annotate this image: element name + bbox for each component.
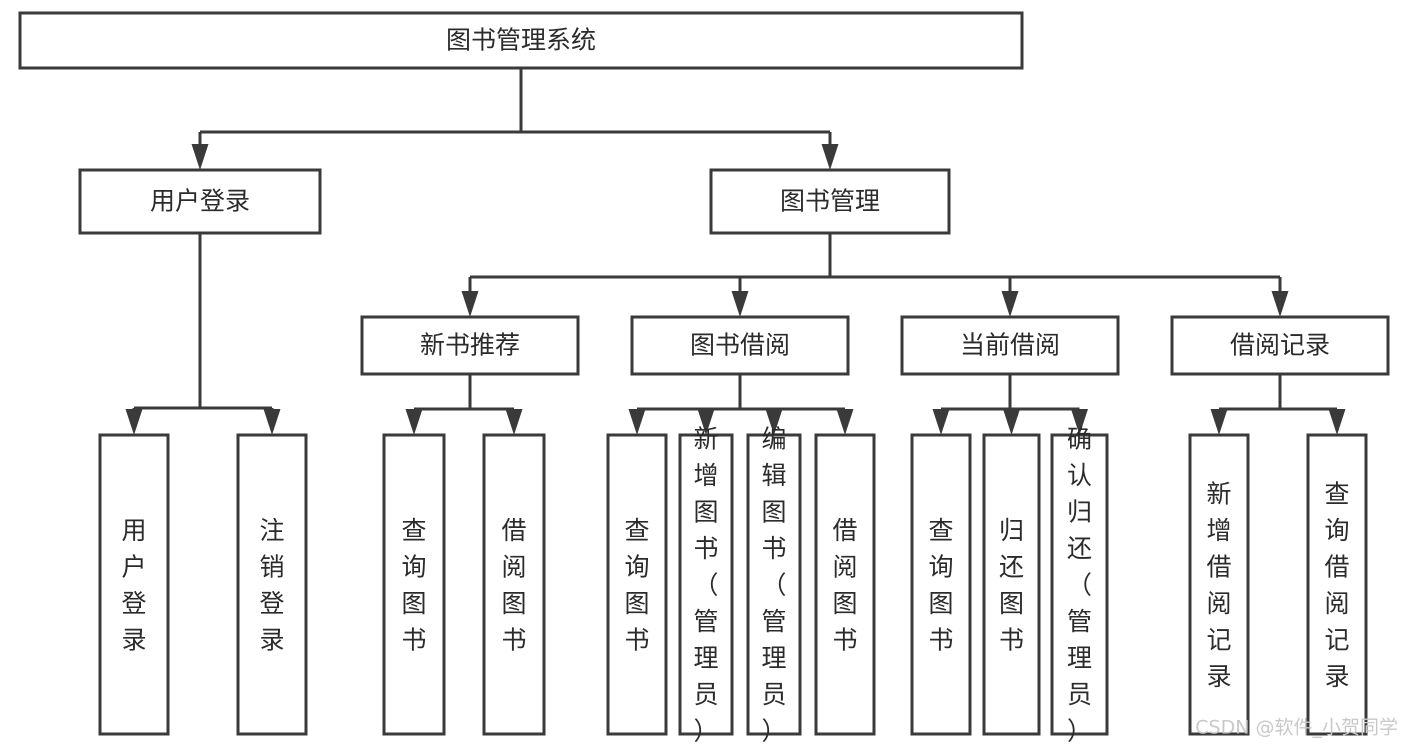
arrow-head-icon bbox=[1210, 409, 1228, 435]
node-label: 新增借阅记录 bbox=[1206, 479, 1231, 691]
node-label: 图书管理 bbox=[780, 187, 880, 216]
node-box[interactable] bbox=[1170, 315, 1390, 376]
node-label: 用户登录 bbox=[150, 187, 250, 216]
node-label: 查询图书 bbox=[624, 516, 649, 655]
node-label: 图书借阅 bbox=[690, 331, 790, 360]
arrow-head-icon bbox=[263, 409, 281, 435]
node-root[interactable]: 图书管理系统 bbox=[18, 11, 1024, 70]
node-label: 借阅图书 bbox=[501, 516, 526, 655]
node-box[interactable] bbox=[1188, 433, 1250, 736]
node-leaf_3[interactable]: 查询图书 bbox=[382, 433, 446, 736]
node-l3_d[interactable]: 借阅记录 bbox=[1170, 315, 1390, 376]
node-box[interactable] bbox=[98, 433, 170, 736]
node-l3_a[interactable]: 新书推荐 bbox=[360, 315, 580, 376]
node-box[interactable] bbox=[360, 315, 580, 376]
arrow-head-icon bbox=[1271, 291, 1289, 317]
node-leaf_8[interactable]: 借阅图书 bbox=[814, 433, 876, 736]
node-leaf_6[interactable]: 新增图书（管理员） bbox=[678, 425, 734, 746]
arrow-head-icon bbox=[731, 291, 749, 317]
node-label: 注销登录 bbox=[259, 516, 284, 655]
node-label: 用户登录 bbox=[121, 516, 146, 655]
arrow-head-icon bbox=[461, 291, 479, 317]
arrow-head-icon bbox=[821, 144, 839, 170]
node-leaf_13[interactable]: 查询借阅记录 bbox=[1306, 433, 1368, 736]
node-label: 查询图书 bbox=[928, 516, 953, 655]
node-leaf_5[interactable]: 查询图书 bbox=[606, 433, 668, 736]
node-label: 借阅记录 bbox=[1230, 331, 1330, 360]
arrow-head-icon bbox=[1001, 291, 1019, 317]
node-label: 新书推荐 bbox=[420, 331, 520, 360]
node-box[interactable] bbox=[678, 433, 734, 736]
arrow-head-icon bbox=[125, 409, 143, 435]
node-leaf_4[interactable]: 借阅图书 bbox=[482, 433, 546, 736]
node-label: 归还图书 bbox=[999, 516, 1024, 655]
node-l2_b[interactable]: 图书管理 bbox=[709, 168, 951, 235]
node-leaf_12[interactable]: 新增借阅记录 bbox=[1188, 433, 1250, 736]
connector-layer bbox=[125, 68, 1346, 435]
node-box[interactable] bbox=[910, 433, 972, 736]
node-leaf_10[interactable]: 归还图书 bbox=[982, 433, 1041, 736]
node-box[interactable] bbox=[382, 433, 446, 736]
node-leaf_2[interactable]: 注销登录 bbox=[236, 433, 308, 736]
arrow-head-icon bbox=[1328, 409, 1346, 435]
node-label: 确认归还（管理员） bbox=[1067, 425, 1092, 746]
node-box[interactable] bbox=[482, 433, 546, 736]
arrow-head-icon bbox=[191, 144, 209, 170]
node-box[interactable] bbox=[746, 433, 802, 736]
arrow-head-icon bbox=[836, 409, 854, 435]
arrow-head-icon bbox=[1071, 409, 1088, 435]
node-leaf_11[interactable]: 确认归还（管理员） bbox=[1050, 425, 1109, 746]
node-label: 查询图书 bbox=[401, 516, 426, 655]
node-box[interactable] bbox=[814, 433, 876, 736]
node-leaf_7[interactable]: 编辑图书（管理员） bbox=[746, 425, 802, 746]
arrow-head-icon bbox=[765, 409, 783, 435]
node-box[interactable] bbox=[982, 433, 1041, 736]
node-l3_b[interactable]: 图书借阅 bbox=[630, 315, 850, 376]
arrow-head-icon bbox=[405, 409, 423, 435]
node-l2_a[interactable]: 用户登录 bbox=[78, 168, 322, 235]
node-leaf_1[interactable]: 用户登录 bbox=[98, 433, 170, 736]
node-box[interactable] bbox=[18, 11, 1024, 70]
node-label: 当前借阅 bbox=[960, 331, 1060, 360]
arrow-head-icon bbox=[932, 409, 950, 435]
node-label: 编辑图书（管理员） bbox=[761, 425, 786, 746]
node-box[interactable] bbox=[1306, 433, 1368, 736]
csdn-watermark: CSDN @软件_小贺同学 bbox=[1195, 717, 1398, 739]
arrow-head-icon bbox=[1003, 409, 1020, 435]
node-box[interactable] bbox=[236, 433, 308, 736]
node-box[interactable] bbox=[606, 433, 668, 736]
arrow-head-icon bbox=[505, 409, 523, 435]
node-label: 图书管理系统 bbox=[446, 26, 596, 55]
arrow-head-icon bbox=[628, 409, 646, 435]
node-label: 借阅图书 bbox=[832, 516, 857, 655]
node-label: 查询借阅记录 bbox=[1324, 479, 1349, 691]
node-l3_c[interactable]: 当前借阅 bbox=[900, 315, 1120, 376]
node-box[interactable] bbox=[709, 168, 951, 235]
arrow-head-icon bbox=[697, 409, 715, 435]
node-box[interactable] bbox=[78, 168, 322, 235]
node-layer: 图书管理系统用户登录图书管理新书推荐图书借阅当前借阅借阅记录用户登录注销登录查询… bbox=[18, 11, 1390, 746]
node-box[interactable] bbox=[900, 315, 1120, 376]
node-box[interactable] bbox=[1050, 433, 1109, 736]
node-box[interactable] bbox=[630, 315, 850, 376]
node-label: 新增图书（管理员） bbox=[693, 425, 718, 746]
node-leaf_9[interactable]: 查询图书 bbox=[910, 433, 972, 736]
